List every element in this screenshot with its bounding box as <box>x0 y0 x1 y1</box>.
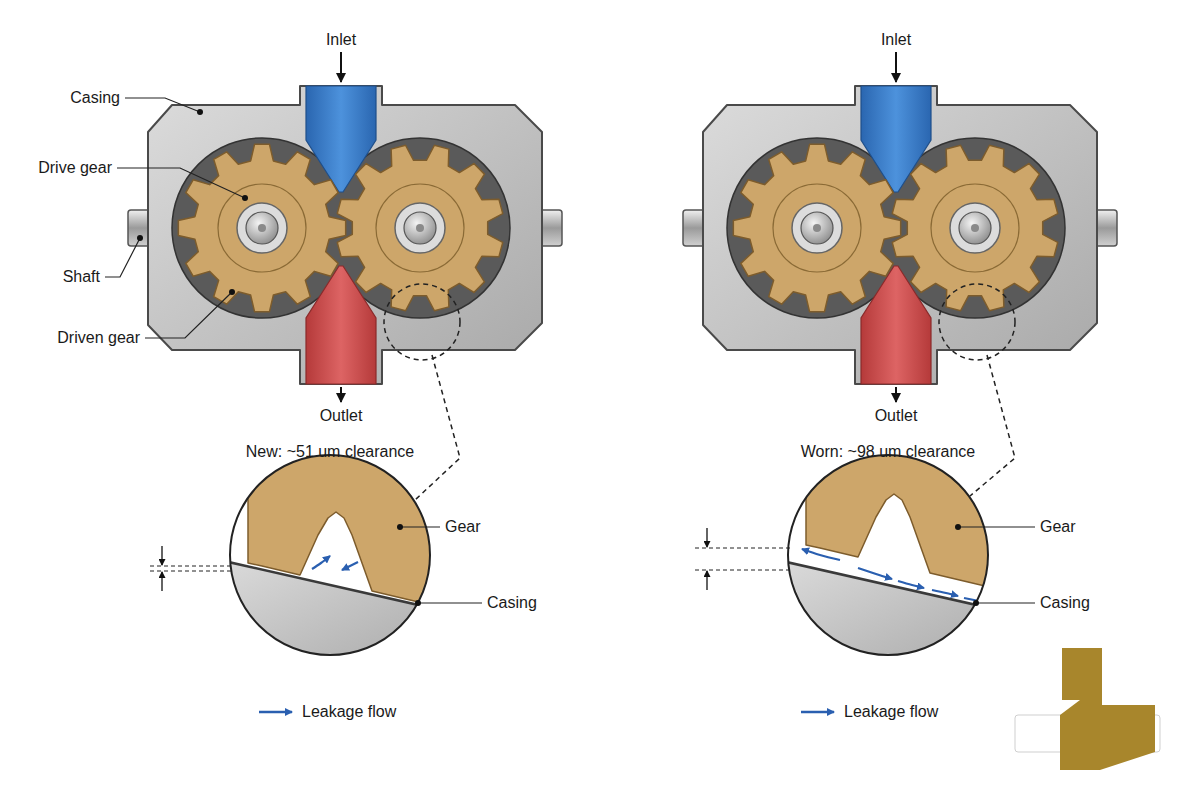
leakage-arrow <box>858 568 892 579</box>
legend-text: Leakage flow <box>302 702 396 721</box>
gear-hub <box>792 203 842 253</box>
leader-dot <box>229 289 235 295</box>
leader-line <box>958 526 1035 527</box>
part-label: Gear <box>445 517 481 536</box>
dimension-arrow <box>161 546 162 565</box>
shaft <box>959 212 991 244</box>
leader-line <box>105 238 140 277</box>
gear-ring <box>376 184 464 272</box>
part-label: Outlet <box>875 406 918 425</box>
shaft <box>246 212 278 244</box>
detail-view <box>773 430 1003 670</box>
flow-arrow <box>895 52 897 82</box>
legend-arrow-line <box>259 711 292 714</box>
extension-line <box>150 571 234 572</box>
detail-view <box>215 430 445 670</box>
leader-line <box>145 292 232 338</box>
part-label: Gear <box>1040 517 1076 536</box>
part-label: Outlet <box>320 406 363 425</box>
part-label: Driven gear <box>57 328 140 347</box>
part-label: Inlet <box>881 30 911 49</box>
gear <box>733 144 900 311</box>
gear-hub <box>237 203 287 253</box>
dimension-marker <box>150 546 234 591</box>
part-label: New: ~51 um clearance <box>246 442 415 461</box>
gear-ring <box>773 184 861 272</box>
part-label: Drive gear <box>38 158 112 177</box>
shaft <box>801 212 833 244</box>
leader-line <box>117 168 245 198</box>
shaft-end <box>540 210 562 246</box>
zoom-circle <box>384 284 460 360</box>
flow-arrow <box>340 387 342 402</box>
leakage-arrow <box>342 562 358 570</box>
leader-dot <box>955 524 961 530</box>
leader-line <box>400 526 440 527</box>
legend-item: Leakage flow <box>800 702 938 721</box>
detail-content <box>215 430 445 670</box>
extension-line <box>150 566 234 567</box>
gear <box>337 145 502 310</box>
leakage-arrow <box>802 549 840 560</box>
gear <box>178 144 345 311</box>
gear <box>892 145 1057 310</box>
shaft-center <box>971 224 979 232</box>
leader-dot <box>197 109 203 115</box>
part-label: Casing <box>70 88 120 107</box>
zoom-circle <box>939 284 1015 360</box>
leader-dot <box>415 600 421 606</box>
shaft <box>404 212 436 244</box>
gear-pump <box>683 52 1117 402</box>
part-label: Shaft <box>63 267 100 286</box>
shaft-end <box>1095 210 1117 246</box>
gear-pump <box>128 52 562 402</box>
dimension-arrow <box>706 528 707 547</box>
part-label: Worn: ~98 um clearance <box>801 442 975 461</box>
leader-line <box>976 602 1035 603</box>
casing-body <box>148 86 542 384</box>
leader-dot <box>242 195 248 201</box>
detail-circle <box>230 455 430 655</box>
extension-line <box>695 548 792 549</box>
shaft-center <box>258 224 266 232</box>
part-label: Casing <box>487 593 537 612</box>
extension-line <box>695 570 792 571</box>
legend-arrow <box>800 705 836 719</box>
shaft-center <box>416 224 424 232</box>
legend-arrow-line <box>801 711 834 714</box>
legend-arrow <box>258 705 294 719</box>
shaft-end <box>128 210 150 246</box>
leakage-arrow <box>898 581 924 588</box>
detail-circle <box>788 455 988 655</box>
leader-dot <box>137 235 143 241</box>
zoom-leader <box>415 355 460 500</box>
shaft-center <box>813 224 821 232</box>
zoom-leader <box>970 355 1015 496</box>
part-label: Casing <box>1040 593 1090 612</box>
gear-ring <box>218 184 306 272</box>
flow-arrow <box>340 52 342 82</box>
gear-ring <box>931 184 1019 272</box>
leader-dot <box>973 600 979 606</box>
gear-hub <box>950 203 1000 253</box>
leader-line <box>418 602 482 603</box>
gear-hub <box>395 203 445 253</box>
leader-dot <box>397 524 403 530</box>
leakage-arrow <box>312 556 330 569</box>
casing-body <box>703 86 1097 384</box>
leakage-arrow <box>932 590 958 596</box>
dimension-marker <box>695 528 792 590</box>
logo-mark <box>1060 648 1155 770</box>
leader-line <box>125 98 200 112</box>
watermark-logo <box>1015 648 1160 770</box>
legend-item: Leakage flow <box>258 702 396 721</box>
detail-content <box>773 430 1003 670</box>
shaft-end <box>683 210 705 246</box>
part-label: Inlet <box>326 30 356 49</box>
dimension-arrow <box>161 572 162 591</box>
dimension-arrow <box>706 571 707 590</box>
legend-text: Leakage flow <box>844 702 938 721</box>
flow-arrow <box>895 387 897 402</box>
